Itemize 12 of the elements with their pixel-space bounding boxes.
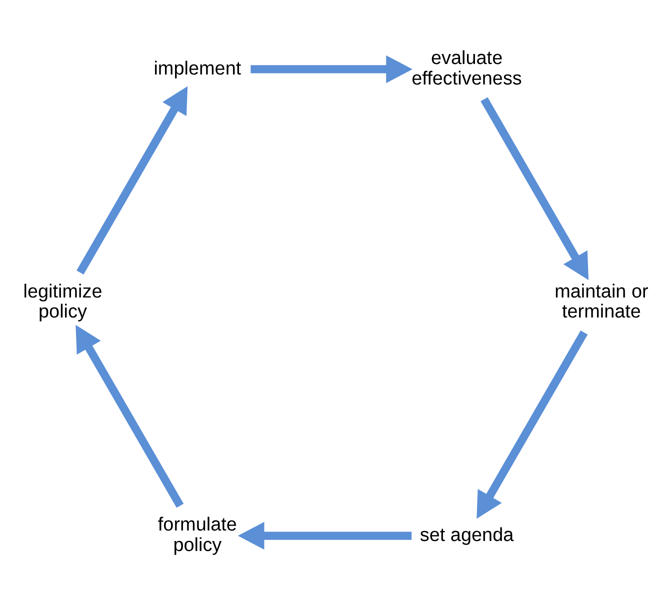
arrow xyxy=(76,324,184,508)
node-text: formulate policy xyxy=(158,514,237,556)
node-text: legitimize policy xyxy=(23,281,102,323)
arrow xyxy=(480,97,589,280)
node-text: set agenda xyxy=(420,524,514,546)
node-text: implement xyxy=(154,58,242,80)
arrow xyxy=(476,330,588,519)
arrow xyxy=(76,86,188,275)
arrow xyxy=(250,55,412,84)
node-text: evaluate effectiveness xyxy=(412,48,522,90)
arrow xyxy=(238,522,412,550)
node-text: maintain or terminate xyxy=(554,281,648,323)
